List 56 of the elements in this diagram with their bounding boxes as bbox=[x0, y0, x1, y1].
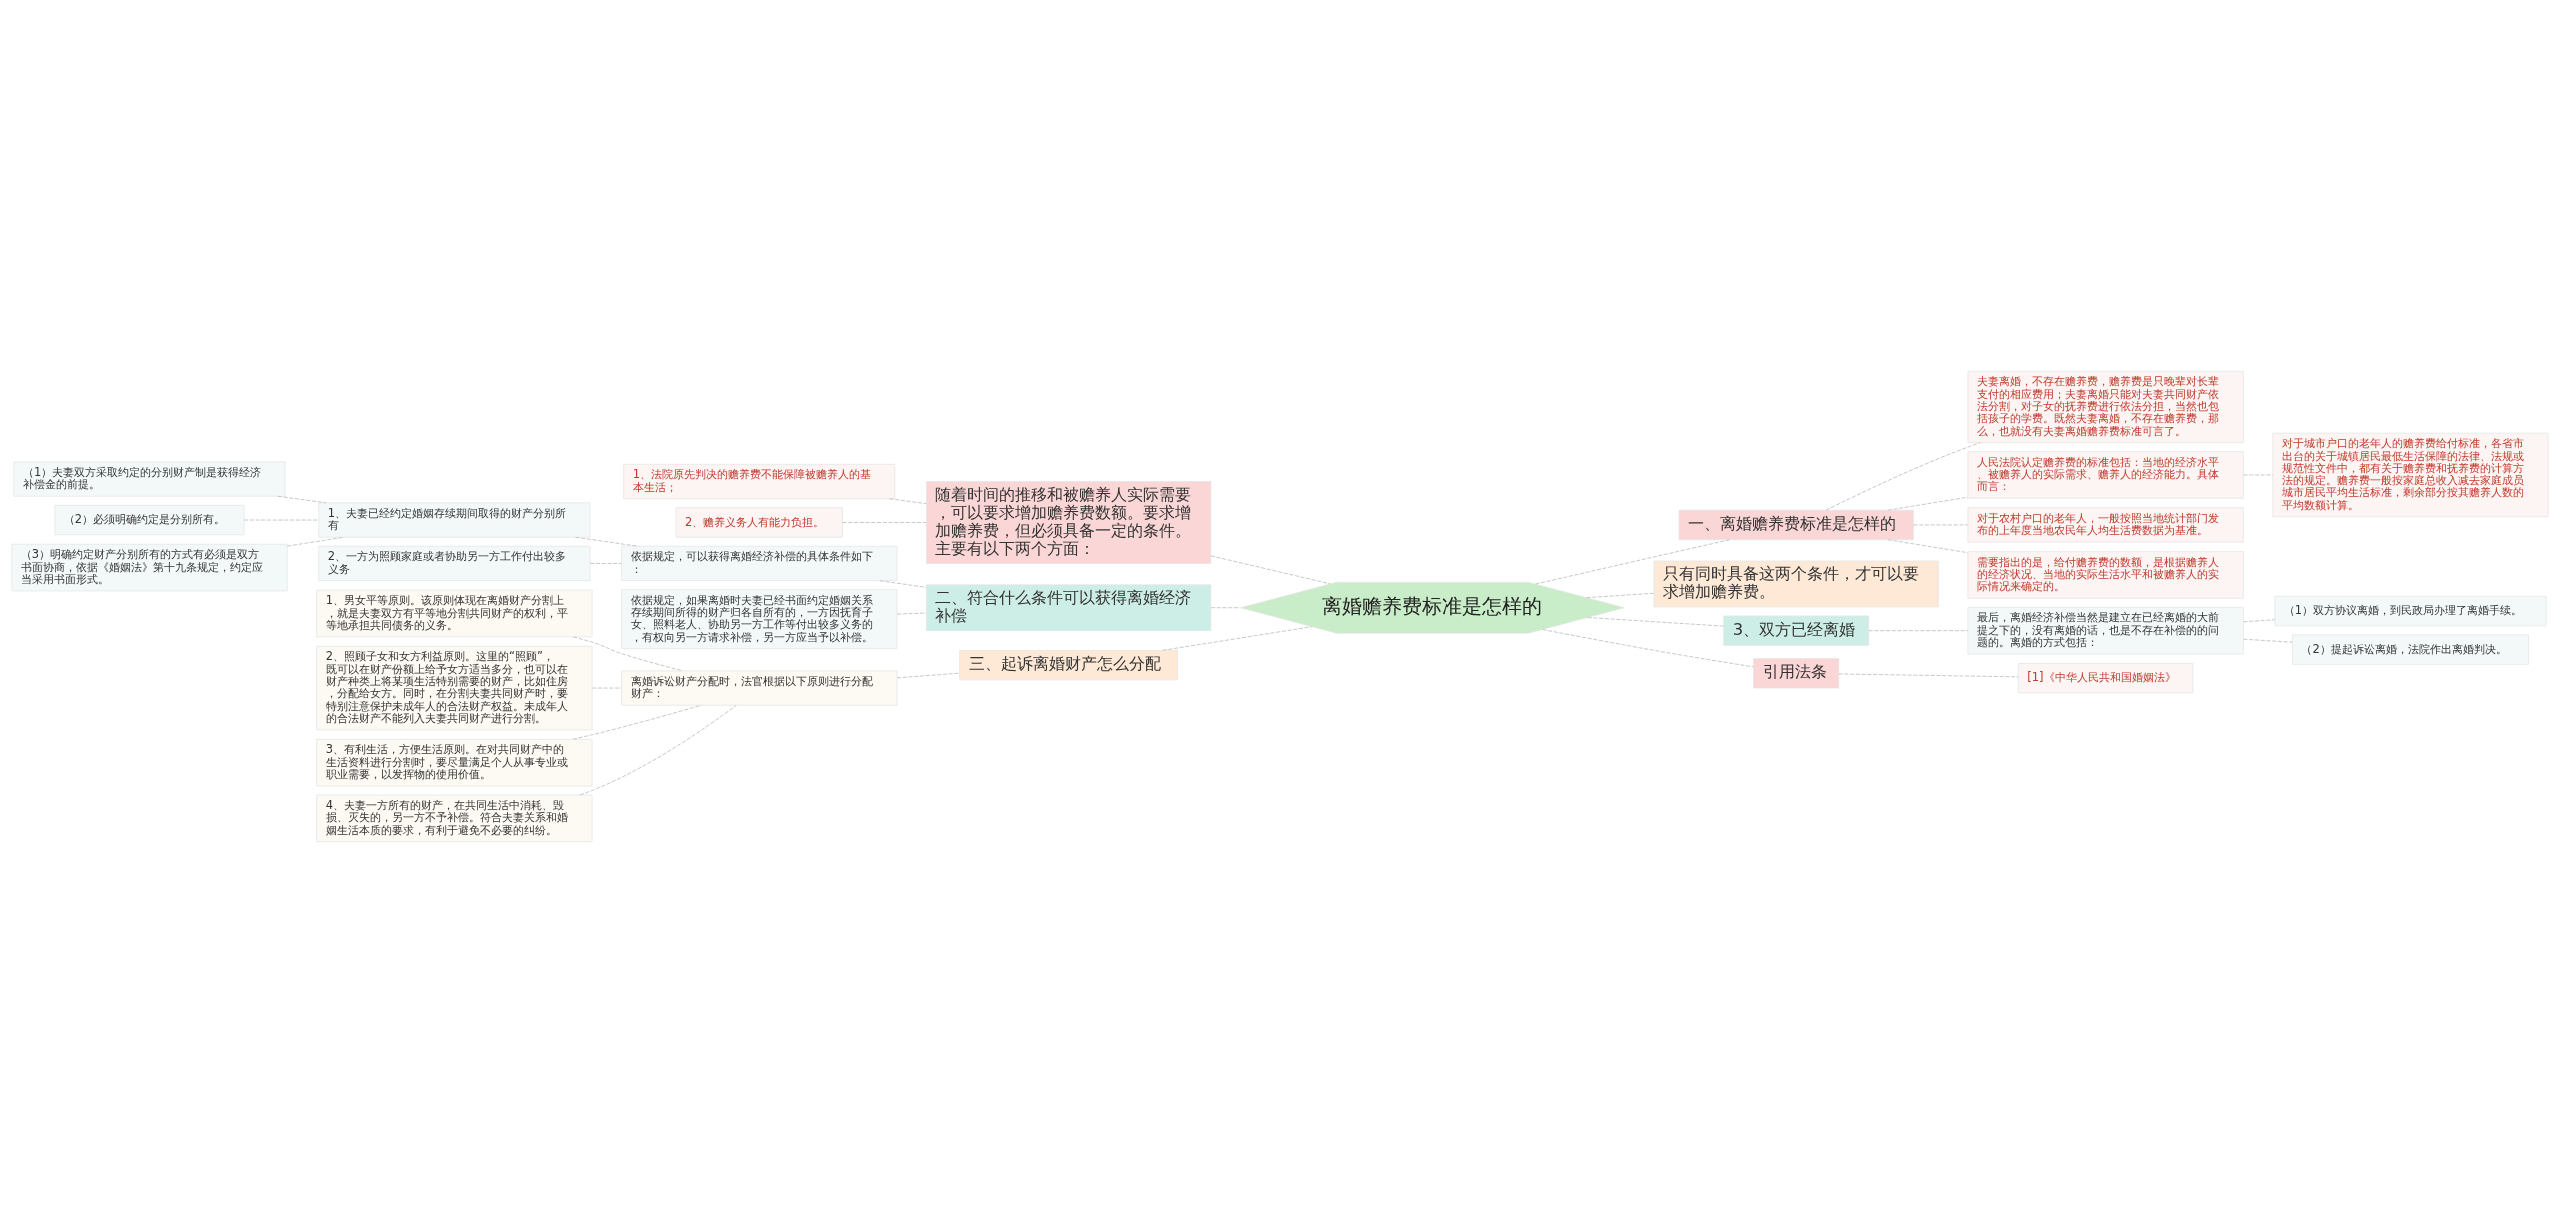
node-box: 二、符合什么条件可以获得离婚经济补偿 bbox=[926, 583, 1212, 631]
node-box: [1]《中华人民共和国婚姻法》 bbox=[2017, 662, 2194, 693]
node-box: 4、夫妻一方所有的财产，在共同生活中消耗、毁损、灭失的，另一方不予补偿。符合夫妻关系和婚姻生活本质的要求，有利于避免不必要的纠纷。 bbox=[316, 794, 593, 842]
node-box: （2）必须明确约定是分别所有。 bbox=[54, 504, 245, 535]
node-box: 2、赡养义务人有能力负担。 bbox=[675, 506, 843, 538]
connector bbox=[572, 704, 702, 740]
connector bbox=[889, 497, 927, 504]
connector bbox=[1868, 629, 1969, 631]
node-box: 一、离婚赡养费标准是怎样的 bbox=[1678, 509, 1914, 540]
node-box: 最后，离婚经济补偿当然是建立在已经离婚的大前提之下的，没有离婚的话，也是不存在补偿的的问题的。离婚的方式包括： bbox=[1967, 606, 2244, 654]
node-box: 3、双方已经离婚 bbox=[1723, 615, 1870, 646]
connector bbox=[1825, 441, 1981, 511]
connector bbox=[589, 562, 622, 564]
connector bbox=[2243, 638, 2293, 643]
connector bbox=[575, 536, 639, 547]
node-box: 离婚诉讼财产分配时，法官根据以下原则进行分配财产： bbox=[621, 669, 898, 706]
node-box: 1、法院原先判决的赡养费不能保障被赡养人的基本生活； bbox=[623, 463, 896, 499]
connector bbox=[1210, 606, 1241, 608]
node-box: 对于城市户口的老年人的赡养费给付标准，各省市出台的关于城镇居民最低生活保障的法律、法规或规范性文件中，都有关于赡养费和抚养费的计算方法的规定。赡养费一般按家庭总收入减去家庭成员城市居民平均生活标准，剩余部分按其赡养人数的平均数额计算。 bbox=[2272, 432, 2549, 517]
node-box: 随着时间的推移和被赡养人实际需要，可以要求增加赡养费数额。要求增加赡养费，但必须具备一定的条件。主要有以下两个方面： bbox=[926, 480, 1212, 564]
node-box: （1）夫妻双方采取约定的分别财产制是获得经济补偿金的前提。 bbox=[13, 460, 286, 497]
node-box: 2、一方为照顾家庭或者协助另一方工作付出较多义务 bbox=[318, 545, 591, 581]
node-box: 1、夫妻已经约定婚姻存续期间取得的财产分别所有 bbox=[318, 501, 591, 538]
node-box: （2）提起诉讼离婚，法院作出离婚判决。 bbox=[2292, 633, 2529, 665]
connector bbox=[1887, 496, 1969, 511]
node-box: 人民法院认定赡养费的标准包括：当地的经济水平、被赡养人的实际需求、赡养人的经济能力。具体而言： bbox=[1967, 450, 2244, 499]
node-box: （3）明确约定财产分别所有的方式有必须是双方书面协商，依据《婚姻法》第十九条规定，约定应当采用书面形式。 bbox=[11, 543, 288, 591]
node-box: 1、男女平等原则。该原则体现在离婚财产分割上，就是夫妻双方有平等地分割共同财产的权利，平等地承担共同债务的义务。 bbox=[316, 589, 593, 637]
connector bbox=[1542, 628, 1754, 667]
node-box: 依据规定，如果离婚时夫妻已经书面约定婚姻关系存续期间所得的财产归各自所有的，一方因抚育子女、照料老人、协助另一方工作等付出较多义务的，有权向另一方请求补偿，另一方应当予以补偿。 bbox=[621, 588, 898, 649]
connector bbox=[1162, 625, 1313, 651]
connector bbox=[879, 579, 927, 588]
node-box: 3、有利生活，方便生活原则。在对共同财产中的生活资料进行分割时，要尽量满足个人从事专业或职业需要，以发挥物的使用价值。 bbox=[316, 738, 593, 786]
connector bbox=[572, 635, 684, 671]
connector bbox=[842, 521, 927, 523]
node-box: 只有同时具备这两个条件，才可以要求增加赡养费。 bbox=[1653, 560, 1939, 607]
connector bbox=[896, 672, 960, 678]
connector bbox=[1210, 554, 1331, 584]
node-box: 夫妻离婚，不存在赡养费，赡养费是只晚辈对长辈支付的相应费用；夫妻离婚只能对夫妻共同财产依法分割，对子女的抚养费进行依法分担，当然也包括孩子的学费。既然夫妻离婚，不存在赡养费，那么，也就没有夫妻离婚赡养费标准可言了。 bbox=[1967, 370, 2244, 443]
connector bbox=[1586, 592, 1655, 598]
connector bbox=[286, 536, 344, 546]
node-box: 对于农村户口的老年人，一般按照当地统计部门发布的上年度当地农民年人均生活费数据为基准。 bbox=[1967, 506, 2244, 543]
node-box: 三、起诉离婚财产怎么分配 bbox=[959, 649, 1179, 680]
connector bbox=[1587, 616, 1724, 627]
connector bbox=[2243, 618, 2276, 622]
connector bbox=[1887, 538, 1969, 553]
connector bbox=[1535, 538, 1730, 585]
node-box: 需要指出的是，给付赡养费的数额，是根据赡养人的经济状况、当地的实际生活水平和被赡养人的实际情况来确定的。 bbox=[1967, 550, 2244, 599]
node-box: 依据规定，可以获得离婚经济补偿的具体条件如下： bbox=[621, 545, 898, 581]
connector bbox=[579, 704, 737, 795]
node-box: （1）双方协议离婚，到民政局办理了离婚手续。 bbox=[2274, 595, 2547, 626]
connector bbox=[277, 495, 327, 503]
connector bbox=[1838, 673, 2019, 677]
connector bbox=[896, 612, 927, 614]
node-box: 引用法条 bbox=[1753, 657, 1840, 688]
node-box: 2、照顾子女和女方利益原则。这里的“照顾”，既可以在财产份额上给予女方适当多分，也可以在财产种类上将某项生活特别需要的财产，比如住房，分配给女方。同时，在分割夫妻共同财产时，要特别注意保护未成年人的合法财产权益。未成年人的合法财产不能列入夫妻共同财产进行分割。 bbox=[316, 645, 593, 730]
